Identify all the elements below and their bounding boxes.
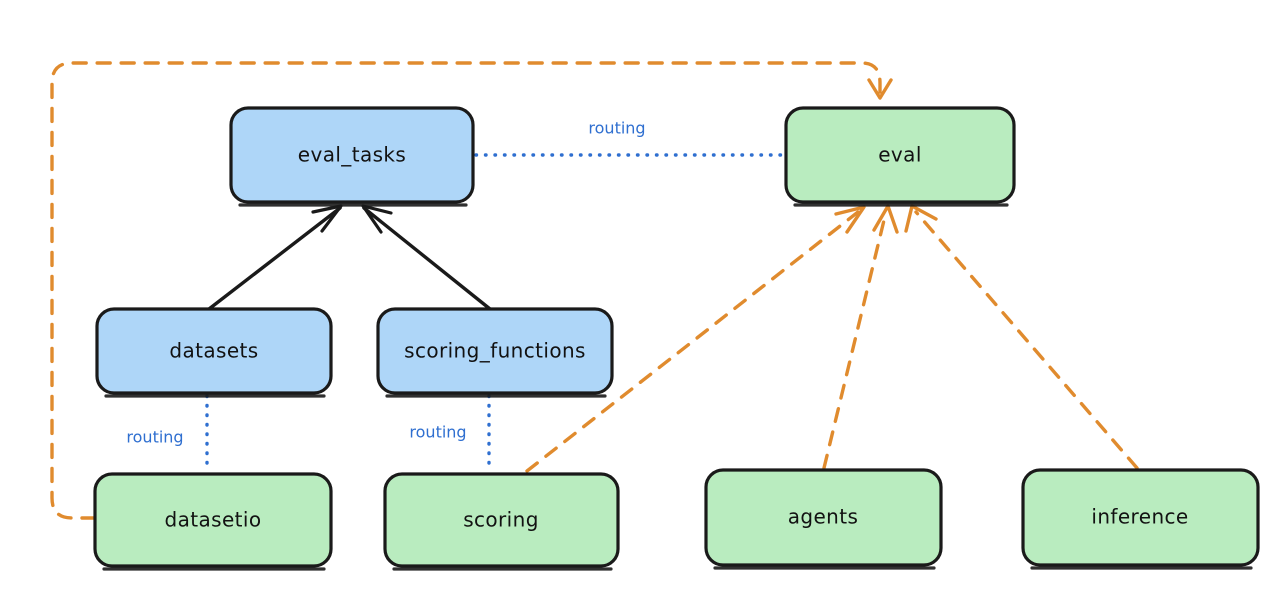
node-datasets[interactable]: datasets [95, 307, 333, 398]
arrowhead-agents-eval [872, 204, 899, 234]
node-datasetio[interactable]: datasetio [93, 472, 333, 571]
arrowhead-scoring-eval [834, 205, 866, 234]
edge-scoring-functions-to-eval-tasks [361, 204, 492, 311]
edge-path-datasetio-eval [50, 61, 882, 520]
node-scoring-functions-box[interactable] [376, 307, 614, 395]
edge-agents-to-eval [822, 204, 899, 470]
node-scoring-label: scoring [463, 508, 539, 532]
node-agents-label: agents [788, 505, 859, 529]
node-inference[interactable]: inference [1021, 468, 1260, 570]
node-scoring[interactable]: scoring [383, 472, 620, 571]
edge-label-routing-eval-tasks-eval: routing [588, 119, 645, 138]
edge-path-agents-eval [822, 210, 888, 470]
node-scoring-box[interactable] [383, 472, 620, 568]
node-eval-label: eval [878, 143, 922, 167]
edge-datasets-to-eval-tasks [207, 204, 343, 311]
node-datasets-label: datasets [169, 339, 258, 363]
node-eval-box[interactable] [784, 106, 1016, 204]
node-eval-tasks-box[interactable] [229, 106, 475, 204]
node-inference-label: inference [1091, 505, 1188, 529]
arrowhead-inference-eval [904, 204, 938, 233]
edge-inference-to-eval [904, 204, 1139, 470]
edge-scoring-to-eval [525, 205, 866, 473]
edge-label-routing-datasets-datasetio: routing [126, 428, 183, 447]
node-scoring-functions[interactable]: scoring_functions [376, 307, 614, 398]
edge-path-scoring-functions-eval-tasks [362, 206, 492, 311]
node-eval-tasks[interactable]: eval_tasks [229, 106, 475, 207]
edge-path-scoring-eval [525, 210, 860, 473]
edge-datasetio-to-eval [50, 61, 893, 520]
edge-label-routing-scoring-functions-scoring: routing [409, 423, 466, 442]
node-agents-box[interactable] [704, 468, 943, 567]
node-inference-box[interactable] [1021, 468, 1260, 567]
node-eval-tasks-label: eval_tasks [298, 143, 406, 167]
edge-path-datasets-eval-tasks [207, 206, 342, 311]
node-eval[interactable]: eval [784, 106, 1016, 207]
node-datasetio-box[interactable] [93, 472, 333, 568]
arrowhead-datasetio-eval [867, 78, 893, 100]
node-datasets-box[interactable] [95, 307, 333, 395]
node-agents[interactable]: agents [704, 468, 943, 570]
node-scoring-functions-label: scoring_functions [404, 339, 586, 363]
node-datasetio-label: datasetio [164, 508, 261, 532]
edge-path-inference-eval [914, 210, 1139, 470]
